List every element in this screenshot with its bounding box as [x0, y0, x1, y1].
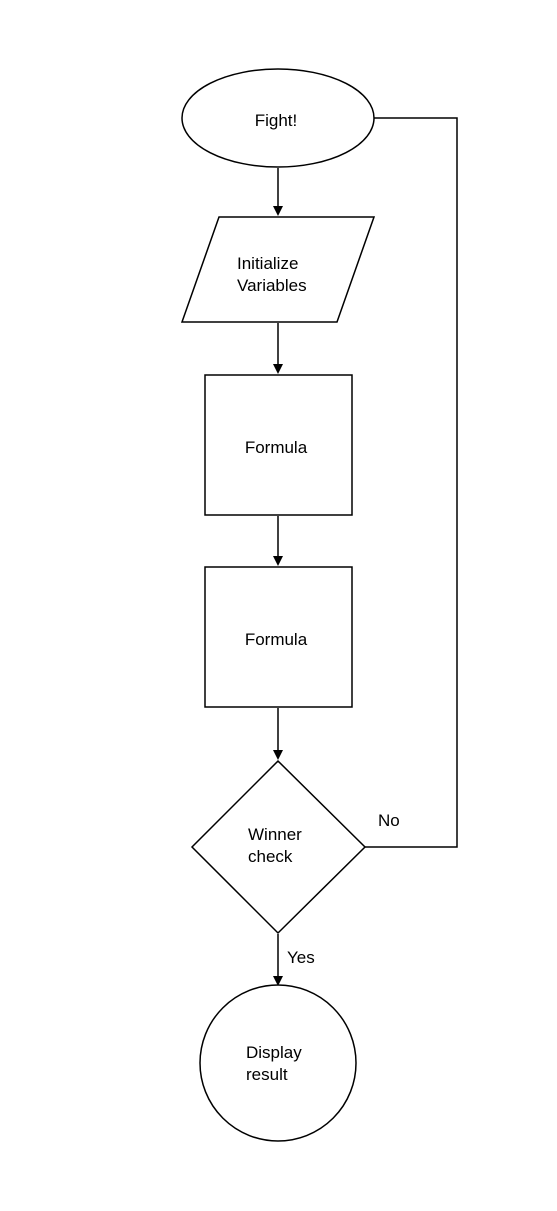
winner-check-label-line2: check	[248, 847, 293, 866]
no-branch-label: No	[378, 811, 400, 830]
formula-node-2	[204, 566, 353, 708]
edge-decision-no-loop	[365, 117, 458, 848]
arrowhead-formula2	[273, 556, 283, 566]
formula-node-2-label: Formula	[245, 630, 308, 649]
initialize-node-label-line1: Initialize	[237, 254, 298, 273]
formula-node-1-label: Formula	[245, 438, 308, 457]
arrowhead-end	[273, 976, 283, 986]
arrowhead-formula1	[273, 364, 283, 374]
arrowhead-init	[273, 206, 283, 216]
start-node	[181, 68, 375, 168]
yes-branch-label: Yes	[287, 948, 315, 967]
display-result-label-line1: Display	[246, 1043, 302, 1062]
winner-check-label-line1: Winner	[248, 825, 302, 844]
initialize-node-label-line2: Variables	[237, 276, 307, 295]
winner-check-node	[190, 759, 367, 935]
start-node-label: Fight!	[255, 111, 298, 130]
display-result-label-line2: result	[246, 1065, 288, 1084]
initialize-node	[180, 216, 376, 323]
arrowhead-decision	[273, 750, 283, 760]
formula-node-1	[204, 374, 353, 516]
display-result-node	[199, 984, 357, 1142]
